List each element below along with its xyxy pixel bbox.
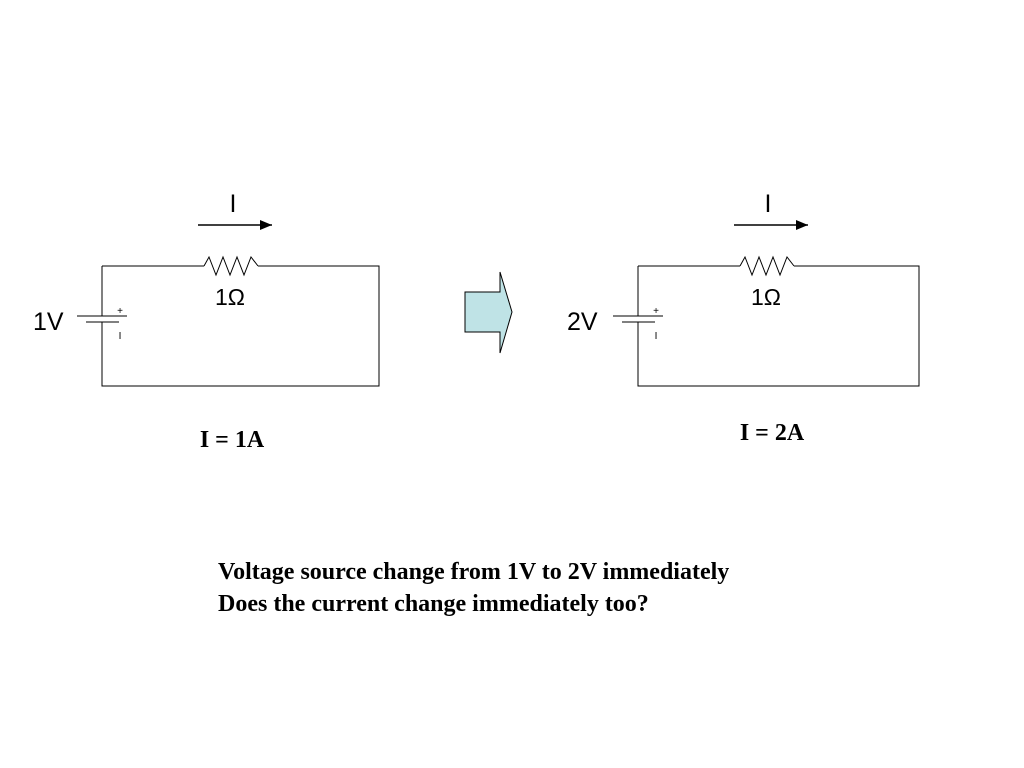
transition-arrow-icon <box>464 271 513 354</box>
result-right: I = 2A <box>740 420 805 446</box>
circuit-right: I + I 2V 1Ω I = 2A <box>567 190 920 446</box>
resistor-right <box>739 255 795 277</box>
wire-loop-right <box>637 265 920 387</box>
caption-line-2: Does the current change immediately too? <box>218 591 649 617</box>
resistor-label-left: 1Ω <box>215 284 245 310</box>
current-label-left: I <box>230 190 237 218</box>
source-label-right: 2V <box>567 308 598 336</box>
source-label-left: 1V <box>33 308 64 336</box>
resistor-label-right: 1Ω <box>751 284 781 310</box>
resistor-left <box>203 255 259 277</box>
result-left: I = 1A <box>200 427 265 453</box>
minus-sign-right: I <box>655 331 658 342</box>
plus-sign-right: + <box>653 306 659 317</box>
plus-sign-left: + <box>117 306 123 317</box>
caption: Voltage source change from 1V to 2V imme… <box>218 556 729 620</box>
current-label-right: I <box>765 190 772 218</box>
circuit-left: I + I 1V 1Ω I = 1A <box>33 190 380 453</box>
caption-line-1: Voltage source change from 1V to 2V imme… <box>218 559 730 585</box>
wire-loop-left <box>101 265 380 387</box>
minus-sign-left: I <box>119 331 122 342</box>
